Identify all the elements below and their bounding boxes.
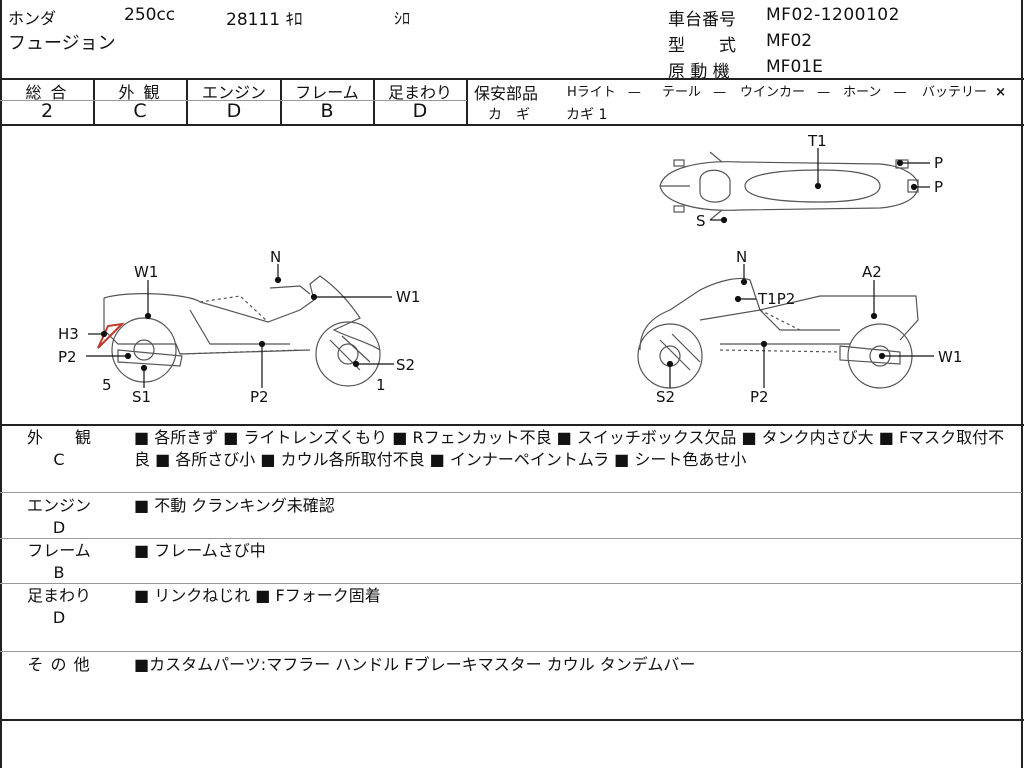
inspection-diagram: T1 P P S N W1 W1 H3 P2 5 S1 P2 S2 1 N A2… [58,132,962,406]
grade-value: B [320,100,334,122]
diagram-bottom-line [0,424,1024,426]
safety-item-battery: バッテリー × [922,81,1006,100]
label-right-t1p2: T1P2 [757,290,795,308]
notes-bottom-line [0,719,1024,721]
safety-item-name: ホーン [843,85,882,100]
top-view-scooter [659,151,919,221]
label-top-p1: P [934,154,943,172]
safety-parts-title: 保安部品 [474,84,539,103]
left-side-scooter [103,275,381,387]
section-grade: D [52,608,66,627]
safety-item-status: — [817,85,831,100]
grade-label: フレーム [295,83,359,102]
grade-row-top-line [0,78,1024,80]
label-top-p2: P [934,178,943,196]
safety-item-status: × [995,85,1007,100]
label-left-5: 5 [102,376,112,394]
section-label: エンジン [26,496,91,515]
label-left-w1b: W1 [396,288,420,306]
label-left-n: N [270,248,281,266]
grade-label: 外 観 [118,83,162,102]
section-divider [0,538,1022,539]
section-text: ■ 各所きず ■ ライトレンズくもり ■ Rフェンカット不良 ■ スイッチボック… [134,428,1005,469]
section-text: ■ フレームさび中 [134,541,266,560]
grade-value: D [412,100,428,122]
key-label: カ ギ [488,107,530,123]
safety-item-headlight: Hライト — [567,81,641,100]
section-divider [0,492,1022,493]
color-text: ｼﾛ [394,9,411,28]
section-divider [0,651,1022,652]
mileage-text: 28111 ｷﾛ [226,10,303,30]
safety-item-name: Hライト [567,85,616,100]
section-divider [0,583,1022,584]
displacement-text: 250cc [124,5,176,25]
grade-divider [186,78,188,126]
safety-item-status: — [893,85,907,100]
model-name-text: フュージョン [8,33,116,54]
grade-value: D [226,100,242,122]
safety-item-winker: ウインカー — [740,81,830,100]
model-code-label: 型 式 [668,36,736,56]
section-grade: C [53,450,65,469]
label-right-w1: W1 [938,348,962,366]
grade-divider [280,78,282,126]
grade-label: 足まわり [387,83,452,102]
grade-label: 総 合 [25,83,69,102]
section-grade: D [52,518,66,537]
section-text: ■カスタムパーツ:マフラー ハンドル Fブレーキマスター カウル タンデムバー [134,655,696,674]
frame-no-value: MF02-1200102 [766,5,900,25]
safety-item-horn: ホーン — [843,81,907,100]
grade-value: 2 [40,100,54,122]
engine-code-label: 原 動 機 [668,62,730,82]
engine-code-value: MF01E [766,57,823,77]
label-top-t1: T1 [807,132,827,150]
label-left-h3: H3 [58,325,79,343]
key-value: カギ 1 [566,107,608,123]
safety-item-status: — [627,85,641,100]
label-left-1: 1 [376,376,386,394]
safety-item-name: バッテリー [922,85,988,100]
frame-no-label: 車台番号 [668,10,736,30]
section-grade: B [53,563,65,582]
safety-item-tail: テール — [662,81,726,100]
grade-divider [373,78,375,126]
safety-item-status: — [713,85,727,100]
grade-row-bottom-line [0,124,1024,126]
maker-text: ホンダ [8,9,57,28]
section-label: 足まわり [26,586,91,605]
safety-item-name: テール [662,85,702,100]
model-code-value: MF02 [766,31,813,51]
label-left-p2b: P2 [250,388,269,406]
label-left-p2a: P2 [58,348,77,366]
grade-divider [466,78,468,126]
frame-right-border [1021,0,1023,768]
grade-label: エンジン [201,83,266,102]
section-label: そ の 他 [27,655,91,674]
safety-item-name: ウインカー [740,85,806,100]
label-left-s2: S2 [396,356,415,374]
label-right-n: N [736,248,747,266]
label-right-s2: S2 [656,388,675,406]
label-right-p2: P2 [750,388,769,406]
label-top-s: S [696,212,706,230]
section-text: ■ リンクねじれ ■ Fフォーク固着 [134,586,381,605]
frame-left-border [0,0,2,768]
grade-value: C [133,100,147,122]
section-label: フレーム [27,541,91,560]
label-left-s1: S1 [132,388,151,406]
grade-divider [93,78,95,126]
section-label: 外 観 [26,428,91,447]
grade-mid-line [0,100,467,101]
label-left-w1a: W1 [134,263,158,281]
label-right-a2: A2 [862,263,882,281]
section-text: ■ 不動 クランキング未確認 [134,496,335,515]
